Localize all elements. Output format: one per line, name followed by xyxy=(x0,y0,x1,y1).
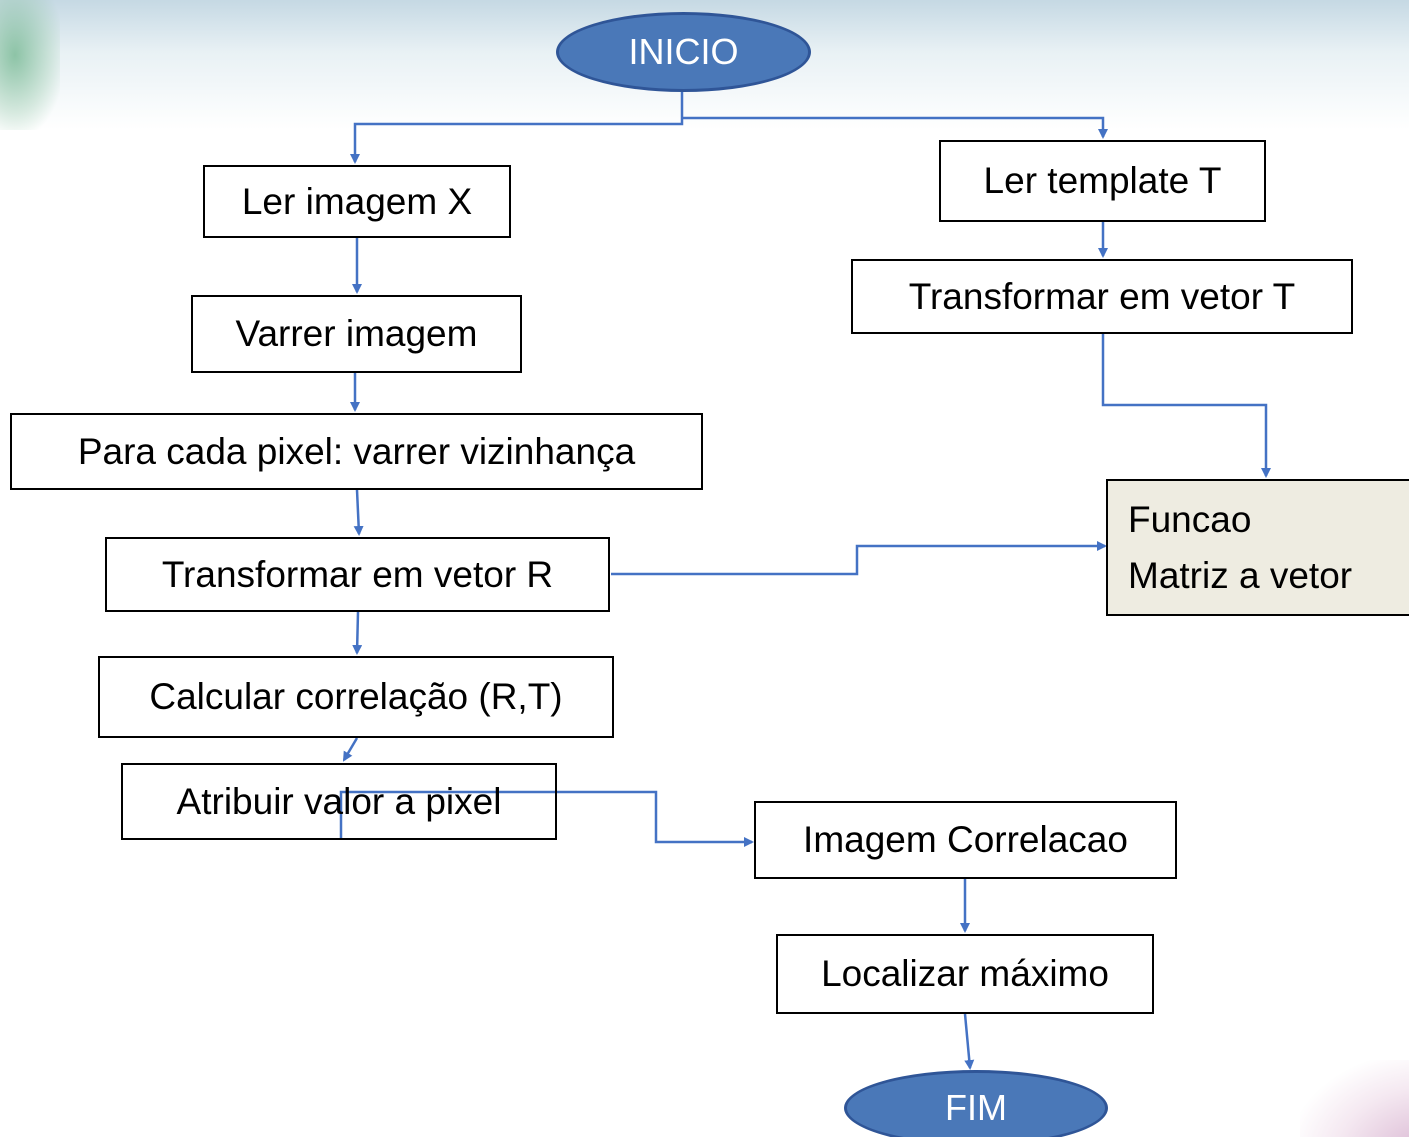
vector-t-step-label: Transformar em vetor T xyxy=(908,275,1296,317)
start-terminal-label: INICIO xyxy=(628,31,739,72)
read-image-step: Ler imagem X xyxy=(203,165,511,238)
correlation-step: Calcular correlação (R,T) xyxy=(98,656,614,738)
scan-neighborhood-step: Para cada pixel: varrer vizinhança xyxy=(10,413,703,490)
start-terminal: INICIO xyxy=(556,12,811,92)
end-terminal: FIM xyxy=(844,1070,1108,1137)
function-box: Funcao Matriz a vetor xyxy=(1106,479,1409,616)
scan-image-step-label: Varrer imagem xyxy=(235,313,478,354)
vector-r-step: Transformar em vetor R xyxy=(105,537,610,612)
read-image-step-label: Ler imagem X xyxy=(241,180,473,222)
connector-start-to-template xyxy=(682,116,1108,139)
vector-r-step-label: Transformar em vetor R xyxy=(161,553,554,595)
read-template-step-label: Ler template T xyxy=(983,160,1222,201)
background-bottom-right-decoration xyxy=(1300,1060,1409,1137)
scan-image-step: Varrer imagem xyxy=(191,295,522,373)
connector-vector-r-to-function xyxy=(611,541,1107,576)
end-terminal-label: FIM xyxy=(945,1087,1007,1128)
correlation-image-step: Imagem Correlacao xyxy=(754,801,1177,879)
correlation-image-step-label: Imagem Correlacao xyxy=(803,819,1128,860)
read-template-step: Ler template T xyxy=(939,140,1266,222)
connector-vector-t-to-function xyxy=(1101,334,1271,478)
function-box-subtitle: Matriz a vetor xyxy=(1128,554,1353,596)
function-box-title: Funcao xyxy=(1128,498,1252,540)
connector-start-split xyxy=(350,90,684,164)
background-top-left-decoration xyxy=(0,0,60,130)
locate-max-step-label: Localizar máximo xyxy=(821,953,1109,994)
connector-locate-to-end xyxy=(963,1013,975,1070)
locate-max-step: Localizar máximo xyxy=(776,934,1154,1014)
scan-neighborhood-step-label: Para cada pixel: varrer vizinhança xyxy=(77,430,636,472)
connector-correlation-to-assign xyxy=(342,737,359,762)
assign-value-step-label: Atribuir valor a pixel xyxy=(176,780,502,822)
connector-assign-to-correlation-image xyxy=(339,790,754,847)
vector-t-step: Transformar em vetor T xyxy=(851,259,1353,334)
connector-neighborhood-to-vector-r xyxy=(353,489,364,536)
connector-vector-r-to-correlation xyxy=(352,611,363,655)
assign-value-step: Atribuir valor a pixel xyxy=(121,763,557,840)
correlation-step-label: Calcular correlação (R,T) xyxy=(149,676,563,717)
